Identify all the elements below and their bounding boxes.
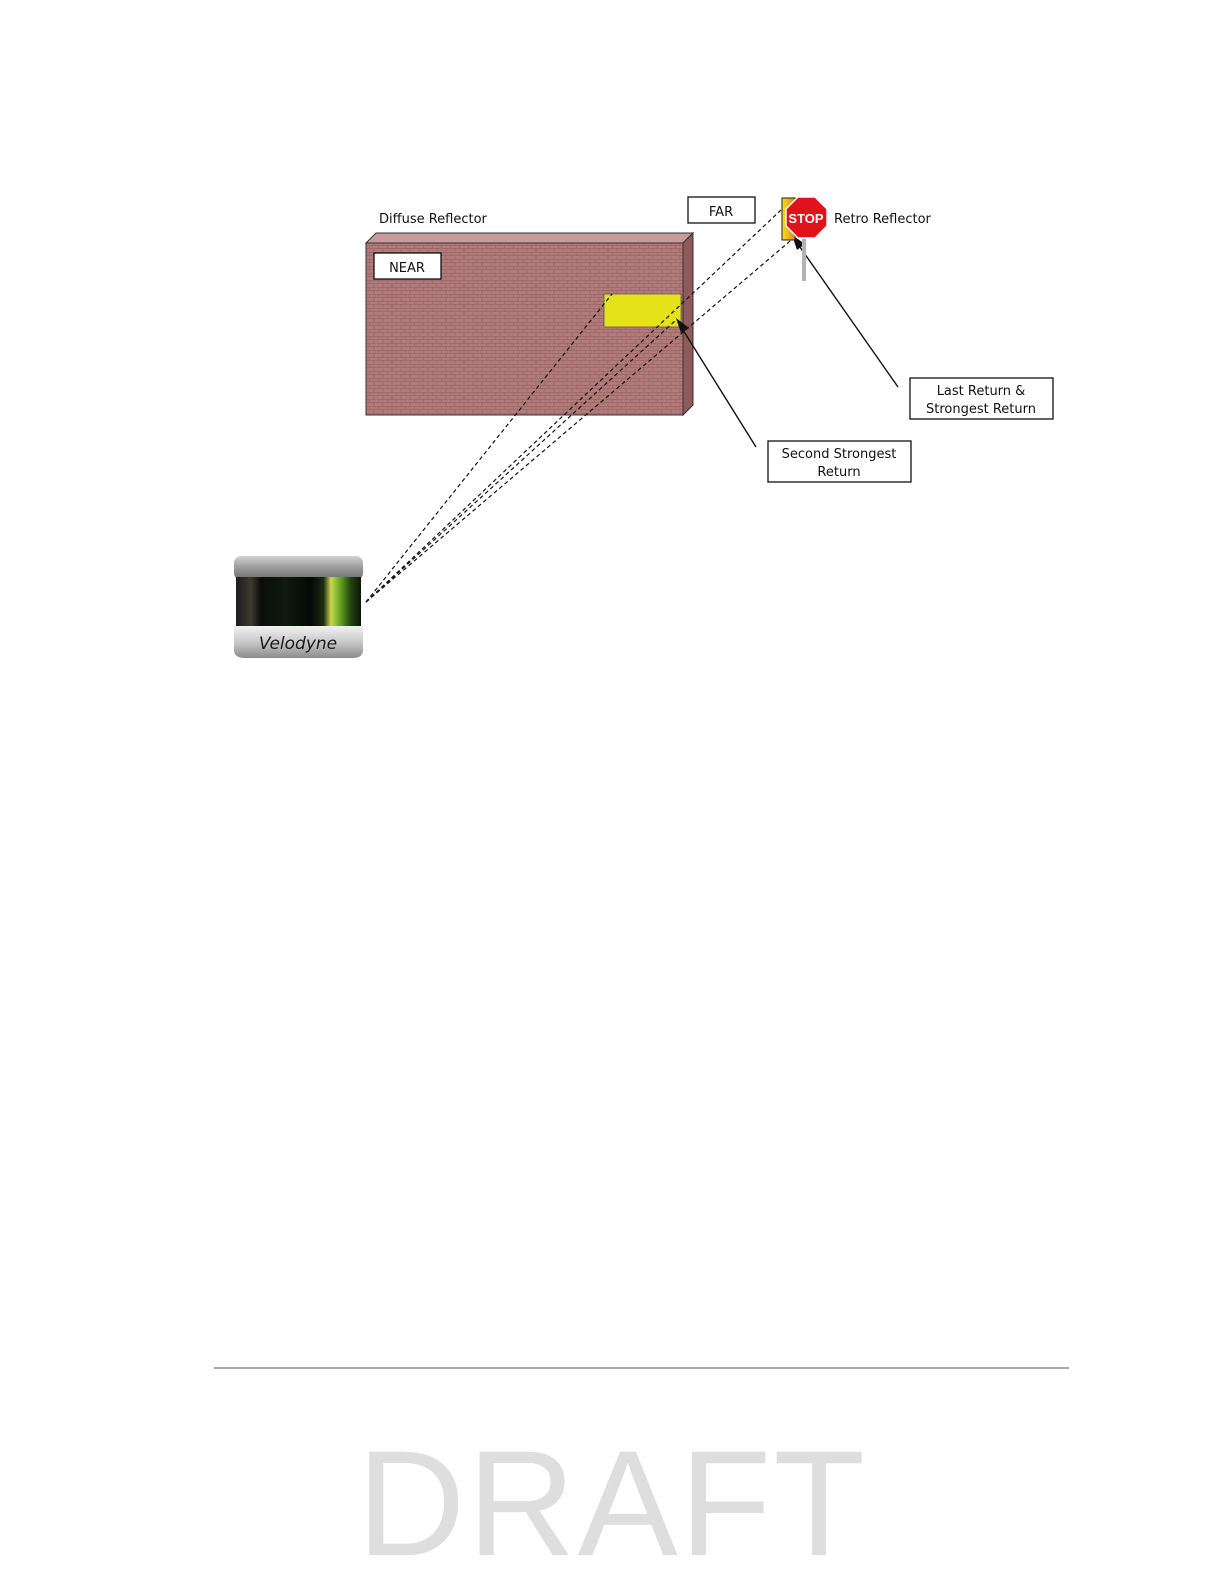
lidar-sensor-icon: Velodyne — [234, 556, 363, 658]
diffuse-reflector-label: Diffuse Reflector — [379, 212, 488, 227]
stop-sign-text: STOP — [788, 211, 823, 226]
last-strongest-line-1: Last Return & — [937, 384, 1026, 399]
callout-arrows — [676, 235, 898, 447]
stop-sign-icon: STOP — [782, 197, 827, 281]
second-return-highlight — [604, 294, 681, 327]
last-strongest-return-box: Last Return & Strongest Return — [910, 378, 1053, 419]
far-label: FAR — [709, 205, 733, 220]
second-strongest-line-1: Second Strongest — [782, 447, 897, 462]
near-label-box: NEAR — [374, 253, 441, 279]
draft-watermark: DRAFT — [0, 1428, 1224, 1578]
near-label: NEAR — [389, 261, 425, 276]
far-label-box: FAR — [688, 197, 755, 223]
velodyne-logo-text: Velodyne — [259, 634, 337, 654]
last-strongest-line-2: Strongest Return — [926, 402, 1036, 417]
retro-reflector-label: Retro Reflector — [834, 212, 932, 227]
second-strongest-return-box: Second Strongest Return — [768, 441, 911, 482]
second-strongest-line-2: Return — [817, 465, 860, 480]
footer-divider — [214, 1367, 1069, 1369]
